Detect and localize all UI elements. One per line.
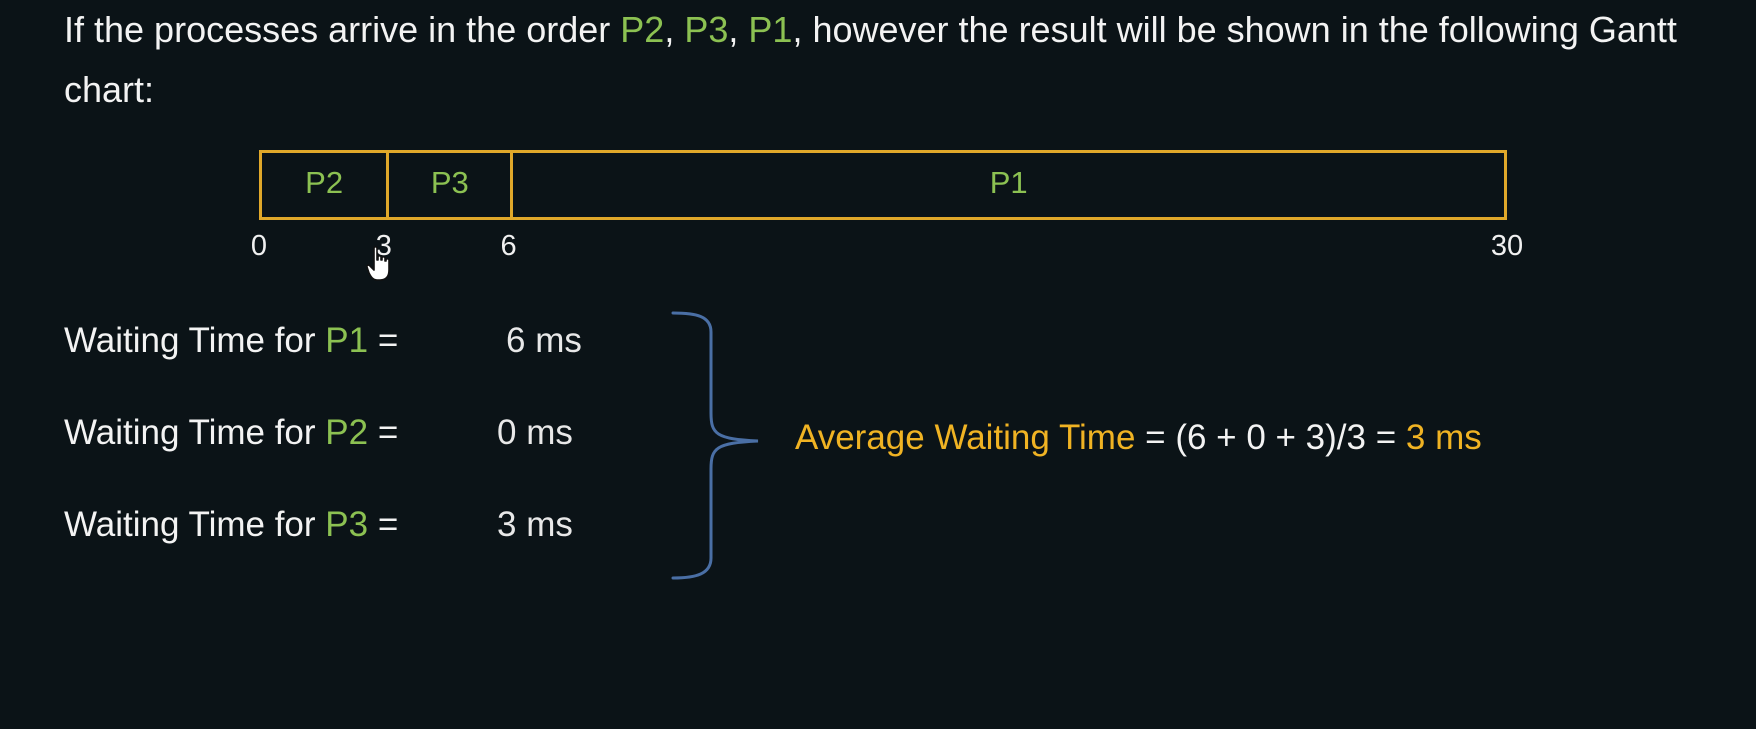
hand-pointer-icon xyxy=(366,246,392,287)
waiting-time-process: P1 xyxy=(325,321,369,360)
intro-process-p1: P1 xyxy=(748,9,793,50)
intro-process-p3: P3 xyxy=(684,9,729,50)
waiting-time-prefix: Waiting Time for xyxy=(64,505,326,544)
intro-text-before: If the processes arrive in the order xyxy=(64,9,621,50)
waiting-time-process: P2 xyxy=(325,413,369,452)
waiting-time-value-p3: 3 ms xyxy=(497,505,573,544)
waiting-time-prefix: Waiting Time for xyxy=(64,321,326,360)
waiting-time-value-p1: 6 ms xyxy=(506,321,582,360)
intro-text-after: , however the result will be shown in th… xyxy=(64,9,1677,110)
gantt-tick: 6 xyxy=(500,230,517,262)
gantt-tick: 30 xyxy=(1490,230,1524,262)
intro-process-p2: P2 xyxy=(620,9,665,50)
gantt-block-label: P3 xyxy=(430,165,469,200)
waiting-time-equals: = xyxy=(368,413,399,452)
waiting-time-process: P3 xyxy=(325,505,369,544)
gantt-block-label: P1 xyxy=(989,165,1028,200)
average-label: Average Waiting Time xyxy=(795,418,1136,457)
average-formula: = (6 + 0 + 3)/3 = xyxy=(1135,418,1406,457)
waiting-time-prefix: Waiting Time for xyxy=(64,413,326,452)
gantt-block-p3: P3 xyxy=(386,153,510,217)
intro-paragraph: If the processes arrive in the order P2,… xyxy=(64,0,1704,120)
waiting-time-row-p1: Waiting Time for P1 = xyxy=(64,321,398,361)
average-waiting-time: Average Waiting Time = (6 + 0 + 3)/3 = 3… xyxy=(795,418,1482,458)
intro-separator-2: , xyxy=(728,9,749,50)
waiting-time-row-p3: Waiting Time for P3 = xyxy=(64,505,398,545)
gantt-block-label: P2 xyxy=(305,165,344,200)
gantt-chart: P2 P3 P1 xyxy=(259,150,1507,220)
average-result: 3 ms xyxy=(1405,418,1482,457)
intro-separator-1: , xyxy=(664,9,685,50)
curly-brace xyxy=(670,308,760,588)
gantt-block-p2: P2 xyxy=(262,153,386,217)
gantt-block-p1: P1 xyxy=(510,153,1504,217)
gantt-tick: 0 xyxy=(250,230,268,262)
waiting-time-equals: = xyxy=(368,321,399,360)
waiting-time-row-p2: Waiting Time for P2 = xyxy=(64,413,398,453)
waiting-time-value-p2: 0 ms xyxy=(497,413,573,452)
waiting-time-equals: = xyxy=(368,505,399,544)
